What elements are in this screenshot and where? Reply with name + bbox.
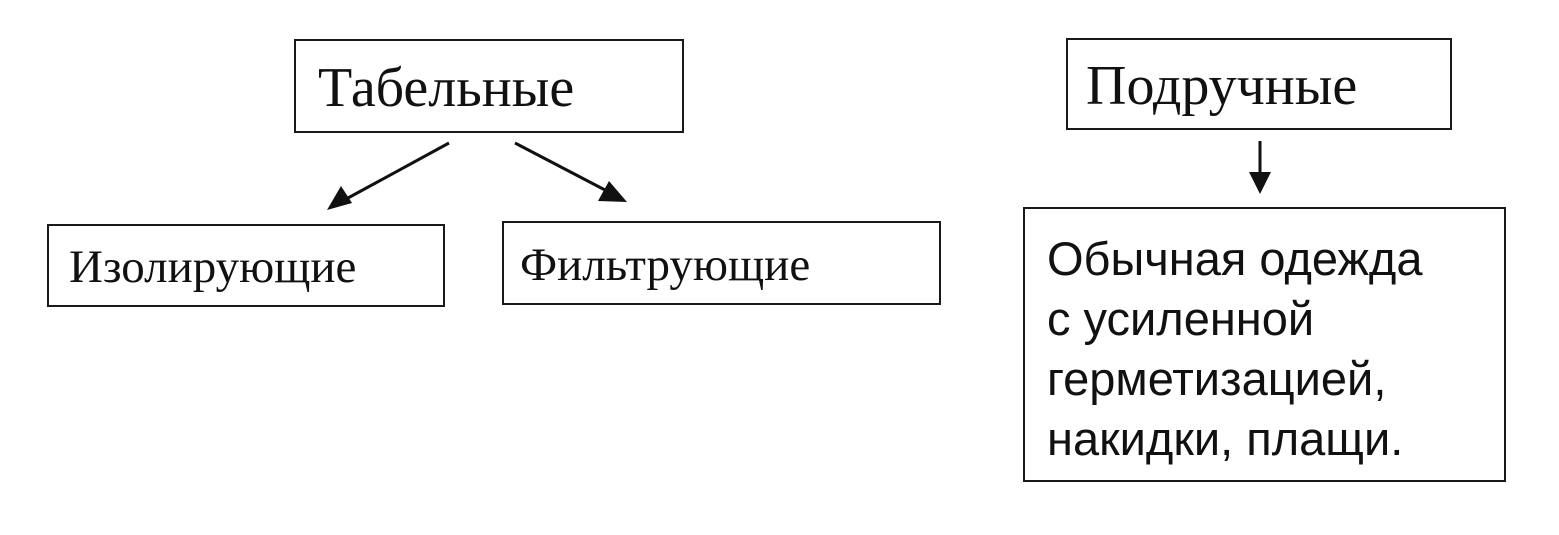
arrow-podruchnye-to-obychnaya xyxy=(1249,141,1271,194)
node-obychnaya-line: герметизацией, xyxy=(1047,352,1387,405)
node-izoliruyushchie: Изолирующие xyxy=(47,224,445,307)
node-tabelnye: Табельные xyxy=(294,39,684,133)
node-obychnaya-line: с усиленной xyxy=(1047,292,1315,345)
node-tabelnye-label: Табельные xyxy=(318,57,575,119)
node-filtruyushchie-label: Фильтрующие xyxy=(520,239,811,291)
node-podruchnye-label: Подручные xyxy=(1086,55,1358,117)
node-obychnaya-odezhda: Обычная одежда с усиленной герметизацией… xyxy=(1023,207,1506,482)
node-obychnaya-line: Обычная одежда xyxy=(1047,232,1423,285)
node-filtruyushchie: Фильтрующие xyxy=(502,221,941,305)
arrow-tabelnye-to-filtruyushchie xyxy=(514,141,627,202)
node-izoliruyushchie-label: Изолирующие xyxy=(69,241,357,293)
arrow-tabelnye-to-izoliruyushchie xyxy=(327,141,450,210)
node-podruchnye: Подручные xyxy=(1066,38,1452,130)
node-obychnaya-line: накидки, плащи. xyxy=(1047,412,1404,465)
